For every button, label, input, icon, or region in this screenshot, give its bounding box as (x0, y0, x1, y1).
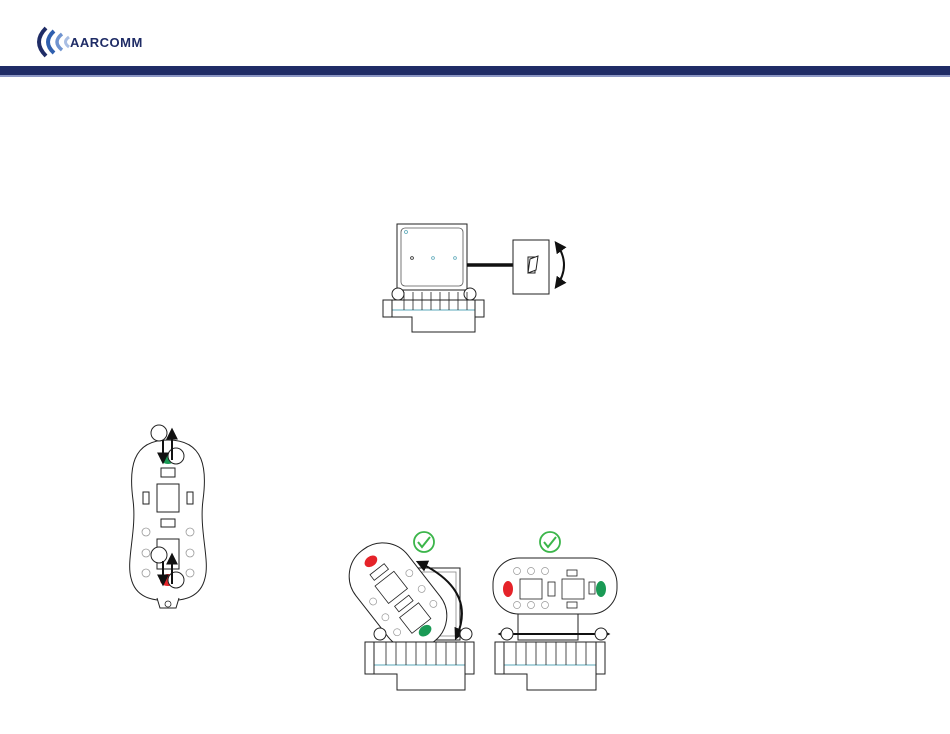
bottom-right-figure (493, 532, 617, 690)
device-box (397, 224, 467, 290)
connector-base (383, 288, 484, 332)
toggle-switch-icon (513, 240, 549, 294)
top-figure (383, 224, 564, 332)
left-figure (130, 425, 207, 608)
horizontal-remote-icon (493, 558, 617, 614)
rotate-arrow-icon (556, 243, 564, 287)
checkmark-icon (414, 532, 434, 552)
bottom-left-figure (336, 530, 474, 690)
checkmark-icon (540, 532, 560, 552)
